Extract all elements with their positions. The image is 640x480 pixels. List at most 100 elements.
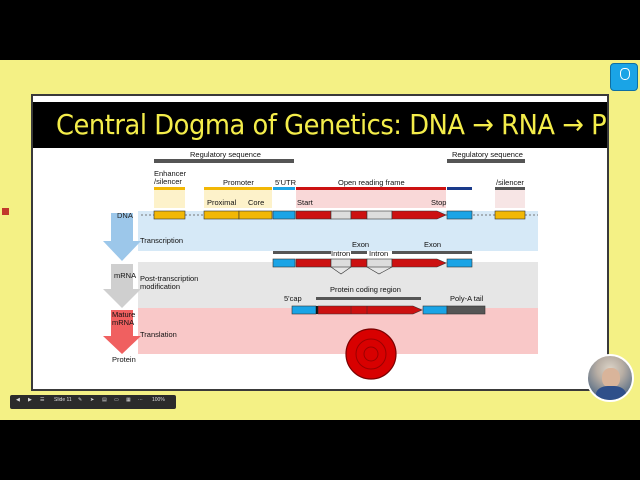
mature-polya [446,305,486,315]
label-dna: DNA [117,211,133,220]
premrna-exon2 [350,258,368,268]
translation-arrow [103,310,141,354]
protein-ring-1 [355,338,387,370]
label-proximal: Proximal [207,198,237,207]
label-protein-coding: Protein coding region [330,285,401,294]
mature-cap-edge [316,306,318,314]
mrna-band [138,262,538,308]
protein-blob [345,328,397,380]
logo-face-icon [620,68,630,80]
grid-icon[interactable]: ▦ [126,397,131,403]
dna-exon2-block [350,210,368,220]
label-transcription: Transcription [140,236,184,245]
presentation-slide: Central Dogma of Genetics: DNA → RNA → P… [31,94,609,391]
label-orf: Open reading frame [338,178,405,187]
dna-proximal-block [203,210,240,220]
record-indicator [2,208,9,215]
promoter-fade [204,190,272,208]
utr3-bar [447,187,472,190]
label-mature-line1: Mature [112,310,136,319]
highlighter-icon[interactable]: ▤ [102,397,107,403]
enhancer-bar-right [495,187,525,190]
mrna-arrow [103,264,141,308]
promoter-bar [204,187,272,190]
orf-fade [296,190,446,208]
dna-enhancer-block [153,210,186,220]
prev-slide-icon[interactable]: ◀ [16,397,20,403]
premrna-exon-header-3 [392,251,472,254]
dna-core-block [238,210,273,220]
slide-selector[interactable]: Slide 11 [54,397,72,403]
mature-utr3 [422,305,448,315]
dna-utr3-block [446,210,473,220]
label-translation: Translation [140,330,177,339]
coding-region-header [316,297,421,300]
regulatory-header-right [447,159,525,163]
channel-logo [610,63,638,91]
label-protein: Protein [112,355,136,364]
label-mature-line2: mRNA [112,318,135,328]
dna-intron1-block [330,210,352,220]
label-cap5: 5'cap [284,294,302,303]
next-slide-icon[interactable]: ▶ [28,397,32,403]
enhancer-bar-left [154,187,185,190]
label-silencer-right: /silencer [496,178,524,187]
webcam-overlay [586,354,634,402]
premrna-intron2 [366,258,393,268]
label-exon-1: Exon [352,240,370,249]
label-polya: Poly-A tail [450,294,484,303]
menu-icon[interactable]: ☰ [40,397,45,403]
label-mature-mrna: Mature mRNA [112,310,136,328]
label-stop: Stop [431,198,447,207]
premrna-utr5 [272,258,296,268]
dna-utr5-block [272,210,296,220]
mature-mrna-band [138,308,538,354]
label-enhancer-line1: Enhancer [154,169,187,178]
more-icon[interactable]: ⋯ [138,397,143,403]
premrna-intron1 [330,258,352,268]
label-promoter: Promoter [223,178,254,187]
slide-title: Central Dogma of Genetics: DNA → RNA → P… [55,108,607,141]
label-post-tx-line2: modification [140,282,181,292]
label-exon-2: Exon [424,240,442,249]
label-utr5: 5'UTR [275,178,297,187]
mature-coding-arrow [317,305,423,315]
orf-bar [296,187,446,190]
mature-cap [291,305,317,315]
premrna-exon-header-1 [273,251,331,254]
presenter-face [602,368,620,388]
pointer-icon[interactable]: ➤ [90,397,95,403]
protein-ring-2 [363,346,379,362]
label-enhancer: Enhancer /silencer [154,169,187,187]
label-core: Core [248,198,265,207]
label-post-tx-line1: Post-transcription [140,274,199,283]
transcription-arrow [103,213,141,261]
label-mrna: mRNA [114,271,137,280]
splice-v-1 [330,266,352,275]
presentation-toolbar: ◀ ▶ ☰ Slide 11 ✎ ➤ ▤ ▭ ▦ ⋯ 100% [10,395,176,409]
enhancer-fade-left [154,190,185,208]
label-enhancer-line2: /silencer [154,177,182,187]
enhancer-fade-right [495,190,525,208]
pen-icon[interactable]: ✎ [78,397,83,403]
premrna-exon3-arrow [391,258,447,268]
label-start: Start [297,198,313,207]
dna-intron2-block [366,210,393,220]
premrna-exon-header-2 [351,251,367,254]
eraser-icon[interactable]: ▭ [114,397,119,403]
premrna-utr3 [446,258,473,268]
regulatory-header-left [154,159,294,163]
central-dogma-diagram [103,159,538,380]
zoom-level[interactable]: 100% [152,397,165,403]
dna-exon3-arrow [391,210,447,220]
premrna-exon1 [295,258,332,268]
label-intron-2: Intron [369,249,389,258]
label-regulatory-right: Regulatory sequence [452,150,523,159]
dna-enhancer-right-block [494,210,526,220]
utr-bar [273,187,295,190]
title-bar: Central Dogma of Genetics: DNA → RNA → P… [33,102,607,148]
presenter-body [596,386,626,400]
splice-v-2 [366,266,393,275]
label-regulatory-left: Regulatory sequence [190,150,261,159]
label-intron-1: Intron [331,249,351,258]
